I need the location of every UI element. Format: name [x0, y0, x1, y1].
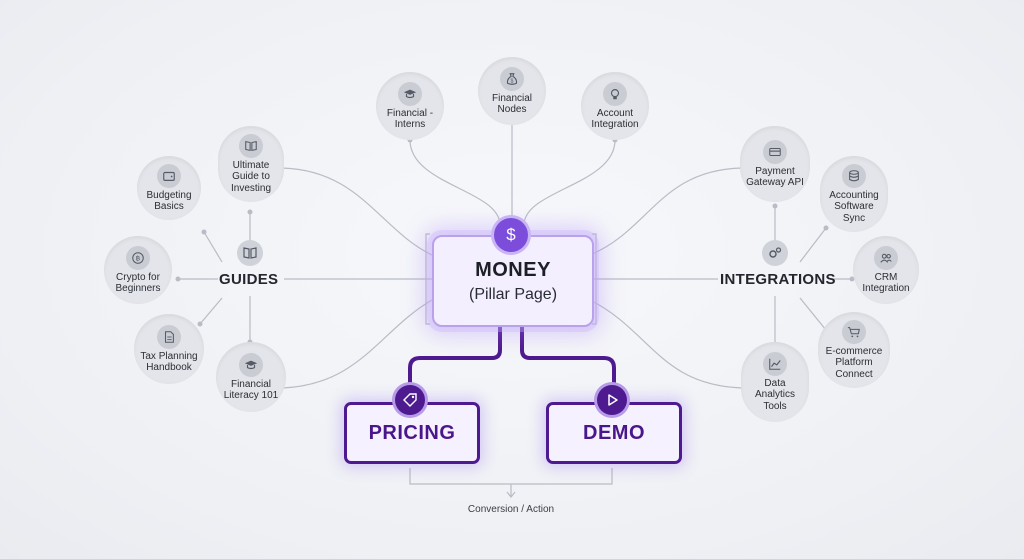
guides-hub-icon [237, 240, 263, 266]
node-label: Data Analytics Tools [754, 377, 795, 412]
integrations-hub-label[interactable]: INTEGRATIONS [720, 271, 836, 288]
node-crm-integration[interactable]: CRM Integration [853, 236, 919, 304]
credit-card-icon [763, 139, 787, 164]
document-icon [157, 324, 181, 349]
pillar-title: MONEY [475, 258, 551, 281]
node-label: E-commerce Platform Connect [825, 345, 883, 380]
node-label: Crypto for Beginners [115, 271, 161, 295]
node-data-analytics[interactable]: Data Analytics Tools [741, 342, 809, 422]
graduation-cap-icon [239, 352, 263, 377]
pricing-label: PRICING [368, 421, 456, 444]
node-financial-nodes[interactable]: $ Financial Nodes [478, 57, 546, 125]
pillar-subtitle: (Pillar Page) [468, 285, 558, 303]
node-label: Tax Planning Handbook [140, 350, 198, 374]
guides-hub-label[interactable]: GUIDES [219, 271, 279, 288]
node-label: Payment Gateway API [746, 165, 804, 189]
tag-icon [395, 385, 425, 415]
svg-text:฿: ฿ [136, 254, 140, 262]
node-label: Account Integration [591, 107, 639, 131]
wallet-icon [157, 163, 181, 188]
book-icon [239, 133, 263, 158]
integrations-hub-icon [762, 240, 788, 266]
node-label: Financial Nodes [491, 92, 533, 116]
node-budgeting-basics[interactable]: Budgeting Basics [137, 156, 201, 220]
conversion-action-label: Conversion / Action [467, 504, 555, 515]
node-label: CRM Integration [862, 271, 910, 295]
chart-icon [763, 351, 787, 376]
graduation-cap-icon [398, 81, 422, 106]
cart-icon [842, 319, 866, 344]
node-label: Ultimate Guide to Investing [230, 159, 272, 194]
node-payment-gateway[interactable]: Payment Gateway API [740, 126, 810, 202]
node-accounting-sync[interactable]: Accounting Software Sync [820, 156, 888, 232]
database-icon [842, 163, 866, 188]
money-bag-icon: $ [500, 66, 524, 91]
play-icon [597, 385, 627, 415]
node-tax-planning[interactable]: Tax Planning Handbook [134, 314, 204, 384]
svg-text:$: $ [511, 78, 514, 84]
node-financial-literacy[interactable]: Financial Literacy 101 [216, 342, 286, 412]
lightbulb-icon [603, 81, 627, 106]
node-label: Accounting Software Sync [829, 189, 879, 224]
dollar-icon: $ [494, 218, 528, 252]
node-label: Budgeting Basics [146, 189, 192, 213]
bitcoin-icon: ฿ [126, 245, 150, 270]
node-label: Financial - Interns [386, 107, 434, 131]
users-icon [874, 245, 898, 270]
node-ultimate-guide[interactable]: Ultimate Guide to Investing [218, 126, 284, 202]
node-account-integration[interactable]: Account Integration [581, 72, 649, 140]
demo-label: DEMO [583, 421, 645, 444]
node-financial-interns[interactable]: Financial - Interns [376, 72, 444, 140]
node-label: Financial Literacy 101 [223, 378, 279, 402]
node-ecommerce-connect[interactable]: E-commerce Platform Connect [818, 312, 890, 388]
node-crypto-beginners[interactable]: ฿ Crypto for Beginners [104, 236, 172, 304]
